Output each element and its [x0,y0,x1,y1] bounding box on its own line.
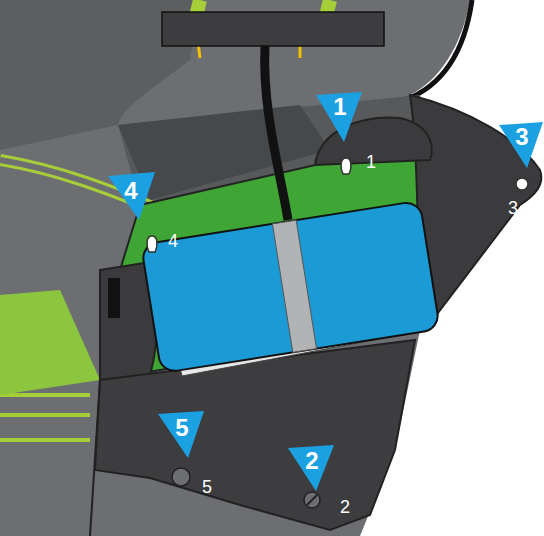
bottom-flap [95,340,415,530]
lime-stripes [0,395,90,440]
callout-triangle [108,172,155,220]
callout-triangle [288,445,334,491]
callout-number: 2 [305,449,318,473]
cable [265,46,288,220]
hole [147,236,157,252]
hole-number: 5 [202,478,212,496]
hole-number: 3 [508,199,518,217]
hole-slash [307,495,317,505]
hole [304,492,320,508]
shell-edge [405,0,472,100]
battery-pack [141,201,440,374]
lime-strip [0,160,160,210]
battery-pack [141,201,440,374]
velcro [162,12,384,46]
callout-number: 3 [515,125,528,149]
callout-triangle [158,411,204,458]
hole [172,468,190,486]
callout-number: 4 [124,179,137,203]
lime-strip [0,160,160,210]
hole-number: 4 [168,232,178,250]
seam [90,380,100,536]
hole-number: 2 [340,498,350,516]
hole [516,178,528,190]
callout-triangle [499,122,543,168]
lime-panel [0,290,100,395]
shell [0,0,470,536]
callout-number: 5 [175,416,188,440]
hole [341,158,351,174]
battery-strap [272,220,316,352]
hole-number: 1 [366,153,376,171]
callout-number: 1 [333,95,346,119]
slot [108,278,120,318]
callout-triangle [316,92,362,142]
